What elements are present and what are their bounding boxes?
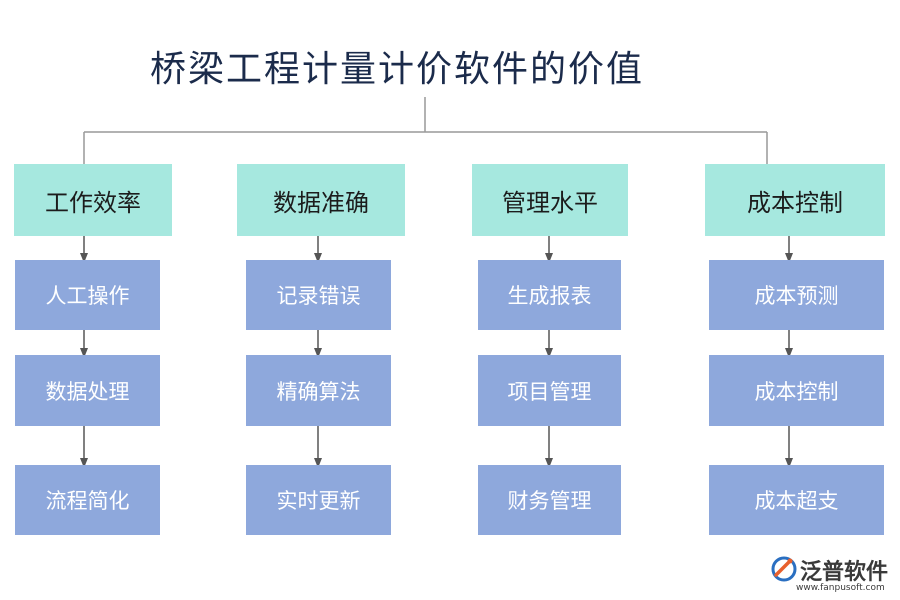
item-box: 流程简化 (15, 465, 160, 535)
item-box: 生成报表 (478, 260, 621, 330)
brand-logo: 泛普软件 www.fanpusoft.com (770, 553, 895, 598)
item-box: 人工操作 (15, 260, 160, 330)
diagram-title: 桥梁工程计量计价软件的价值 (150, 49, 645, 90)
category-box: 工作效率 (14, 164, 172, 236)
item-box: 精确算法 (246, 355, 391, 426)
category-box: 管理水平 (472, 164, 628, 236)
item-box: 成本预测 (709, 260, 884, 330)
item-box: 项目管理 (478, 355, 621, 426)
category-box: 数据准确 (237, 164, 405, 236)
category-box: 成本控制 (705, 164, 885, 236)
item-box: 实时更新 (246, 465, 391, 535)
item-box: 记录错误 (246, 260, 391, 330)
item-box: 成本控制 (709, 355, 884, 426)
fanpu-logo-icon (771, 556, 797, 582)
logo-url: www.fanpusoft.com (796, 583, 885, 593)
item-box: 成本超支 (709, 465, 884, 535)
item-box: 财务管理 (478, 465, 621, 535)
item-box: 数据处理 (15, 355, 160, 426)
logo-name: 泛普软件 (800, 560, 889, 585)
